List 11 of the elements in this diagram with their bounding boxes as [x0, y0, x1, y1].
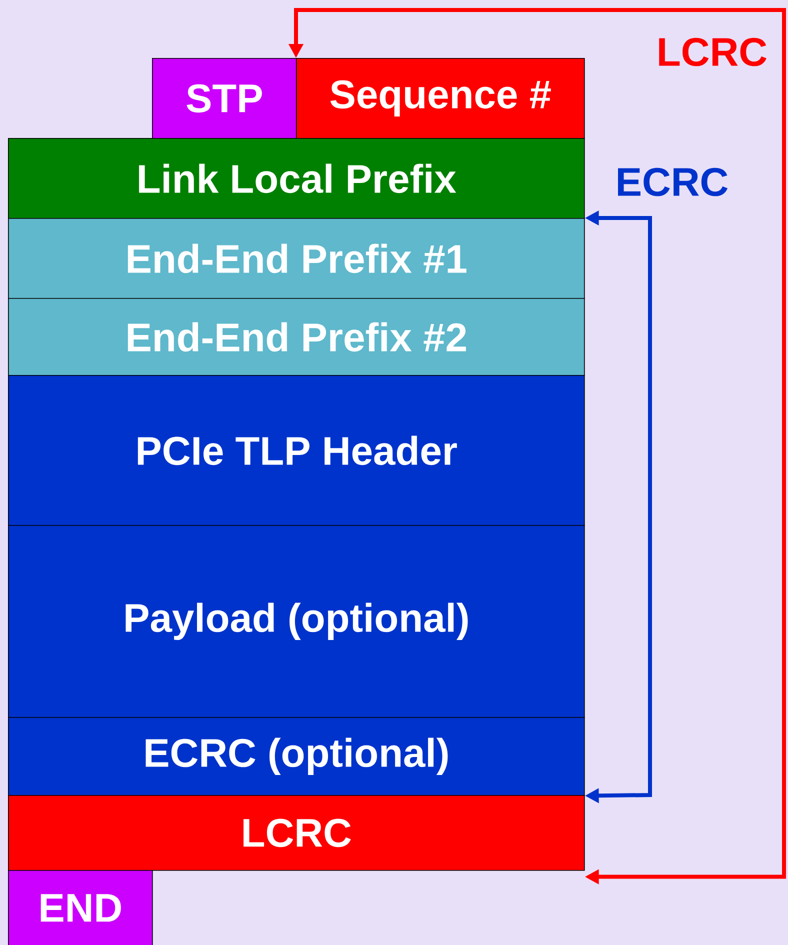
field-box: End-End Prefix #2: [8, 298, 585, 376]
field-box: END: [8, 870, 153, 945]
field-box: ECRC (optional): [8, 717, 585, 796]
edge-label: LCRC: [659, 38, 766, 66]
field-box: PCIe TLP Header: [8, 375, 585, 526]
field-box: Sequence #: [296, 58, 585, 139]
field-box: End-End Prefix #1: [8, 218, 585, 299]
field-box: STP: [152, 58, 297, 139]
field-box: Link Local Prefix: [8, 138, 585, 219]
field-box: LCRC: [8, 795, 585, 871]
edge-label: ECRC: [618, 168, 728, 196]
